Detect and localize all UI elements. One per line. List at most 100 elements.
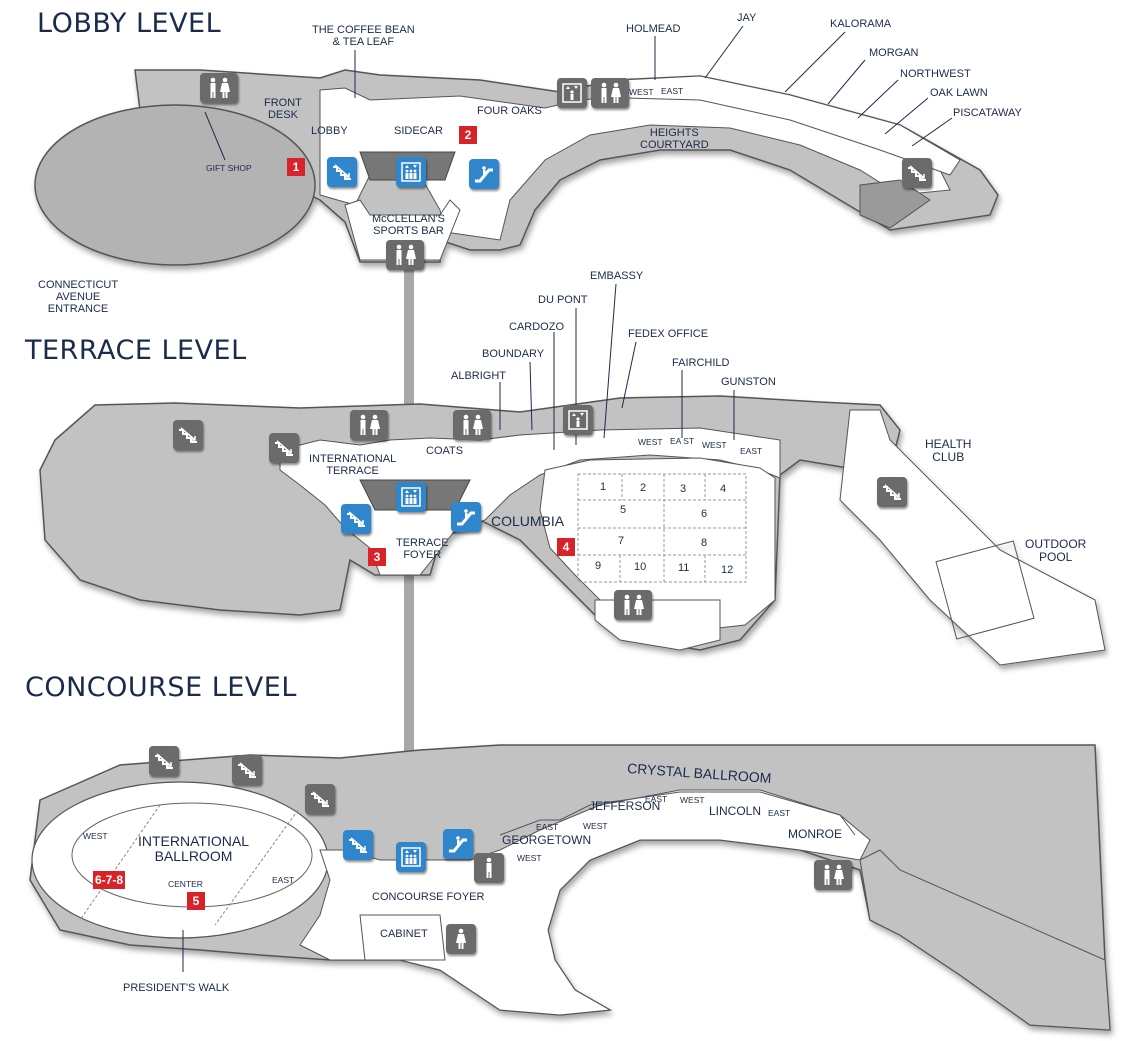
escalator-icon[interactable]	[469, 159, 499, 189]
restroom-icon[interactable]	[386, 240, 424, 270]
boundary-label: BOUNDARY	[482, 348, 545, 360]
concourse-level-floor	[29, 744, 1111, 1031]
columbia-room-11: 11	[678, 562, 690, 574]
cabinet-label: CABINET	[380, 928, 428, 940]
stairs-icon[interactable]	[327, 157, 357, 187]
coats-label: COATS	[426, 445, 464, 457]
lincoln-east-label: EAST	[768, 808, 791, 818]
stairs-icon[interactable]	[341, 504, 371, 534]
columbia-label: COLUMBIA	[491, 513, 565, 529]
location-marker-5[interactable]: 5	[187, 892, 205, 910]
columbia-room-7: 7	[618, 535, 625, 547]
columbia-room-12: 12	[721, 564, 734, 576]
stairs-icon[interactable]	[232, 755, 262, 785]
columbia-room-5: 5	[620, 504, 627, 516]
stairs-icon[interactable]	[173, 420, 203, 450]
elevator-icon[interactable]	[557, 78, 587, 108]
location-marker-1[interactable]: 1	[287, 158, 305, 176]
ballroom-west-label: WEST	[83, 831, 108, 841]
restroom-icon[interactable]	[350, 410, 388, 440]
lobby-label: LOBBY	[311, 125, 348, 137]
fedex-office-label: FEDEX OFFICE	[628, 328, 709, 340]
holmead-label: HOLMEAD	[626, 23, 681, 35]
elevator-icon[interactable]	[563, 405, 593, 435]
stairs-icon[interactable]	[902, 158, 932, 188]
columbia-room-1: 1	[600, 481, 607, 493]
elevator-icon[interactable]	[396, 157, 426, 187]
lobby-level-title: LOBBY LEVEL	[37, 8, 222, 39]
ballroom-center-label: CENTER	[168, 879, 203, 889]
piscataway-label: PISCATAWAY	[953, 107, 1022, 119]
restroom-men-icon[interactable]	[474, 853, 504, 883]
ballroom-east-label: EAST	[272, 875, 295, 885]
georgetown-label: GEORGETOWN	[502, 833, 592, 847]
columbia-room-2: 2	[640, 482, 647, 494]
jay-label: JAY	[737, 12, 757, 24]
lincoln-label: LINCOLN	[709, 804, 762, 818]
elevator-icon[interactable]	[396, 842, 426, 872]
morgan-label: MORGAN	[869, 47, 919, 59]
georgetown-west-label: WEST	[517, 853, 542, 863]
lobby-level-floor	[34, 69, 999, 266]
location-marker-6-7-8[interactable]: 6-7-8	[93, 871, 126, 889]
gunston-west-label: WEST	[702, 440, 727, 450]
albright-label: ALBRIGHT	[451, 370, 507, 382]
coffee-bean-label: THE COFFEE BEAN& TEA LEAF	[312, 24, 415, 48]
georgetown-east-label: EAST	[536, 822, 559, 832]
gunston-east-label: EAST	[740, 446, 763, 456]
columbia-room-10: 10	[634, 561, 647, 573]
location-marker-3[interactable]: 3	[368, 548, 386, 566]
restroom-icon[interactable]	[614, 590, 652, 620]
restroom-icon[interactable]	[814, 860, 852, 890]
jefferson-label: JEFFERSON	[589, 799, 661, 813]
northwest-label: NORTHWEST	[900, 68, 971, 80]
monroe-label: MONROE	[788, 827, 842, 841]
jefferson-east-label: EAST	[645, 794, 668, 804]
presidents-walk-label: PRESIDENT'S WALK	[123, 982, 230, 994]
fairchild-east-label: EA ST	[670, 436, 695, 446]
lincoln-west-label: WEST	[680, 795, 705, 805]
restroom-icon[interactable]	[453, 410, 491, 440]
du-pont-label: DU PONT	[538, 294, 588, 306]
gift-shop-label: GIFT SHOP	[206, 163, 252, 173]
embassy-label: EMBASSY	[590, 270, 644, 282]
stairs-icon[interactable]	[877, 477, 907, 507]
stairs-icon[interactable]	[149, 746, 179, 776]
stairs-icon[interactable]	[343, 830, 373, 860]
elevator-icon[interactable]	[396, 482, 426, 512]
columbia-room-8: 8	[701, 537, 708, 549]
location-marker-4[interactable]: 4	[557, 538, 575, 556]
concourse-foyer-label: CONCOURSE FOYER	[372, 891, 485, 903]
escalator-icon[interactable]	[443, 829, 473, 859]
stairs-icon[interactable]	[305, 784, 335, 814]
kalorama-label: KALORAMA	[830, 18, 892, 30]
holmead-east-label: EAST	[661, 86, 684, 96]
jefferson-west-label: WEST	[583, 821, 608, 831]
oak-lawn-label: OAK LAWN	[930, 87, 988, 99]
gunston-label: GUNSTON	[721, 376, 776, 388]
holmead-west-label: WEST	[629, 87, 654, 97]
restroom-icon[interactable]	[591, 78, 629, 108]
columbia-room-9: 9	[595, 560, 602, 572]
columbia-room-3: 3	[680, 483, 687, 495]
cardozo-label: CARDOZO	[509, 321, 564, 333]
restroom-women-icon[interactable]	[446, 924, 476, 954]
fairchild-west-label: WEST	[638, 437, 663, 447]
concourse-level-title: CONCOURSE LEVEL	[25, 672, 297, 703]
stairs-icon[interactable]	[269, 433, 299, 463]
escalator-icon[interactable]	[451, 502, 481, 532]
location-marker-2[interactable]: 2	[459, 126, 477, 144]
columbia-room-4: 4	[720, 483, 727, 495]
restroom-icon[interactable]	[200, 73, 238, 103]
sidecar-label: SIDECAR	[394, 125, 443, 137]
